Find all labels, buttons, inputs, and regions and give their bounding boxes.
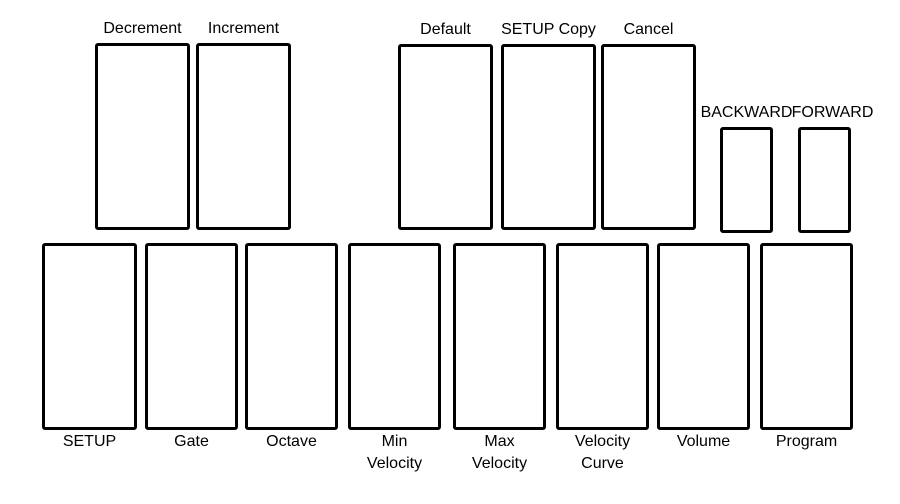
volume-button-label: Volume <box>676 433 731 450</box>
octave-button-label: Octave <box>266 433 317 450</box>
cancel-button-label: Cancel <box>623 21 674 38</box>
setup-button[interactable]: SETUP <box>42 243 137 450</box>
max-velocity-button-label: Max Velocity <box>471 433 528 472</box>
velocity-curve-button[interactable]: Velocity Curve <box>556 243 649 472</box>
setup-button-label: SETUP <box>62 433 117 450</box>
setup-copy-button[interactable]: SETUP Copy <box>501 21 596 230</box>
increment-button-label: Increment <box>207 20 280 37</box>
increment-button[interactable]: Increment <box>196 20 291 230</box>
setup-copy-button-label: SETUP Copy <box>501 21 596 38</box>
decrement-button-label: Decrement <box>103 20 182 37</box>
gate-button[interactable]: Gate <box>145 243 238 450</box>
decrement-button[interactable]: Decrement <box>95 20 190 230</box>
gate-button-label: Gate <box>174 433 209 450</box>
program-button[interactable]: Program <box>760 243 853 450</box>
default-button[interactable]: Default <box>398 21 493 230</box>
velocity-curve-button-label: Velocity Curve <box>574 433 631 472</box>
forward-button-label: FORWARD <box>791 104 874 121</box>
cancel-button[interactable]: Cancel <box>601 21 696 230</box>
program-button-label: Program <box>775 433 838 450</box>
backward-button-label: BACKWARD <box>700 104 793 121</box>
min-velocity-button[interactable]: Min Velocity <box>348 243 441 472</box>
forward-button[interactable]: FORWARD <box>792 104 873 233</box>
max-velocity-button[interactable]: Max Velocity <box>453 243 546 472</box>
octave-button[interactable]: Octave <box>245 243 338 450</box>
default-button-label: Default <box>420 21 471 38</box>
backward-button[interactable]: BACKWARD <box>701 104 792 233</box>
volume-button[interactable]: Volume <box>657 243 750 450</box>
min-velocity-button-label: Min Velocity <box>366 433 423 472</box>
